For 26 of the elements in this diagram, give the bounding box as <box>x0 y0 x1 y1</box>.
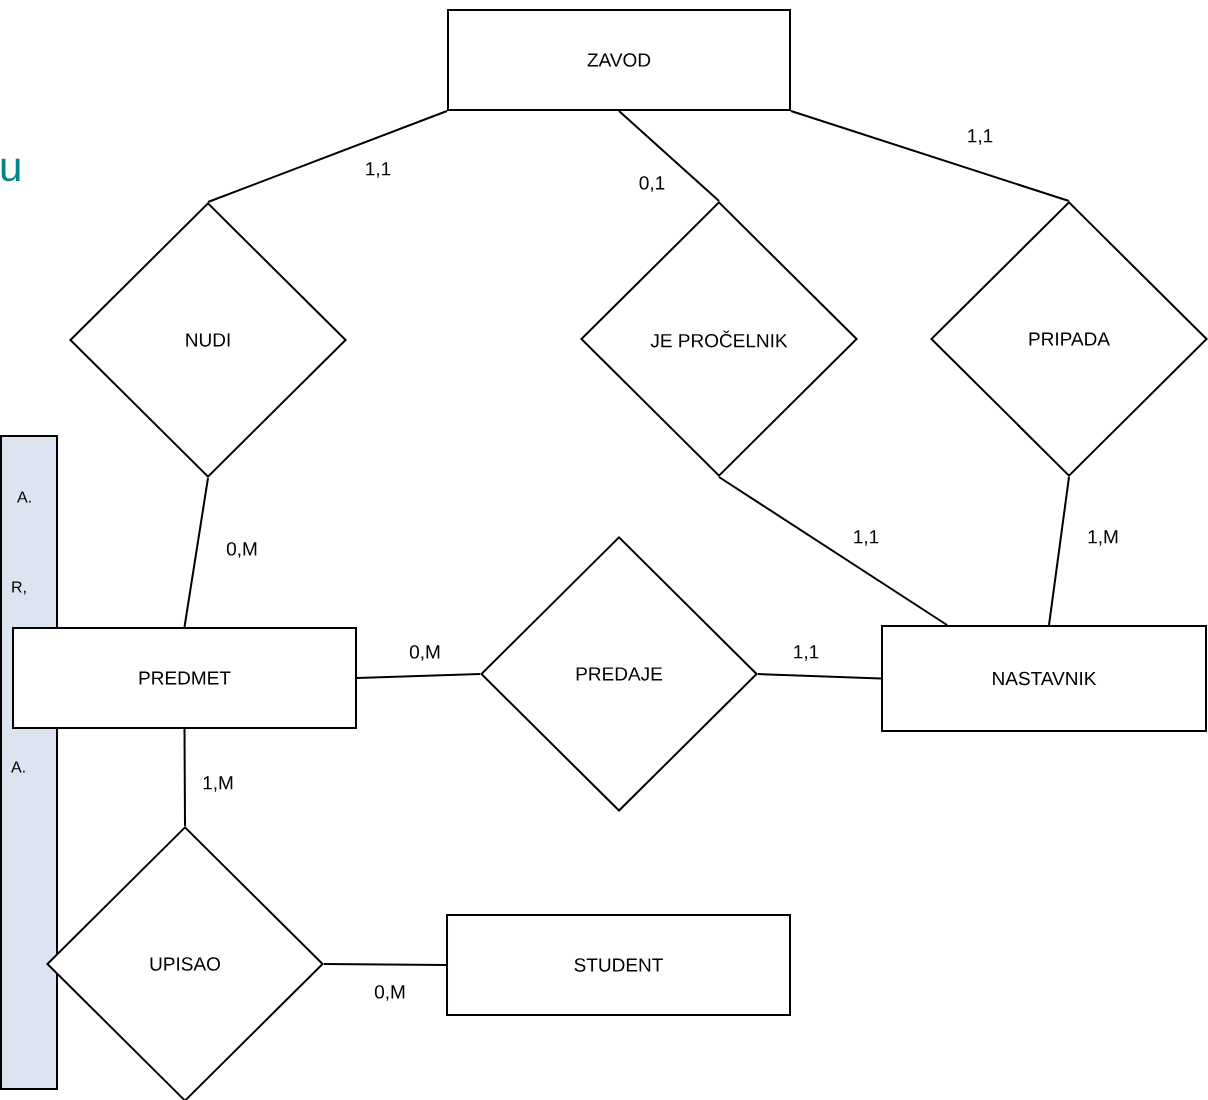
cardinality-label: 0,M <box>226 542 257 558</box>
connector-line <box>790 110 1070 202</box>
cardinality-label: 0,1 <box>639 176 665 192</box>
cardinality-label: 1,M <box>203 776 233 792</box>
cardinality-label: 1,1 <box>366 162 391 178</box>
cardinality-label: 1,1 <box>854 530 879 546</box>
cardinality-label: 1,1 <box>968 129 993 145</box>
cardinality-label: 0,M <box>374 985 405 1001</box>
connector-line <box>1048 476 1070 626</box>
connector-line <box>183 477 209 628</box>
entity-box: PREDMET <box>12 627 357 729</box>
connector-line <box>207 110 448 203</box>
connector-line <box>323 963 447 966</box>
connector-line <box>718 476 948 626</box>
connector-line <box>618 110 720 202</box>
connector-line <box>183 728 186 827</box>
cardinality-label: 1,1 <box>794 645 819 661</box>
cardinality-label: 0,M <box>409 645 440 661</box>
entity-box: NASTAVNIK <box>881 625 1207 732</box>
connector-line <box>757 673 882 680</box>
heading-fragment: u <box>1 158 20 182</box>
node-label: UPISAO <box>150 957 220 971</box>
cardinality-label: 1,M <box>1088 530 1118 546</box>
entity-box: STUDENT <box>446 914 791 1016</box>
entity-box: ZAVOD <box>447 9 791 111</box>
connector-line <box>356 673 481 679</box>
